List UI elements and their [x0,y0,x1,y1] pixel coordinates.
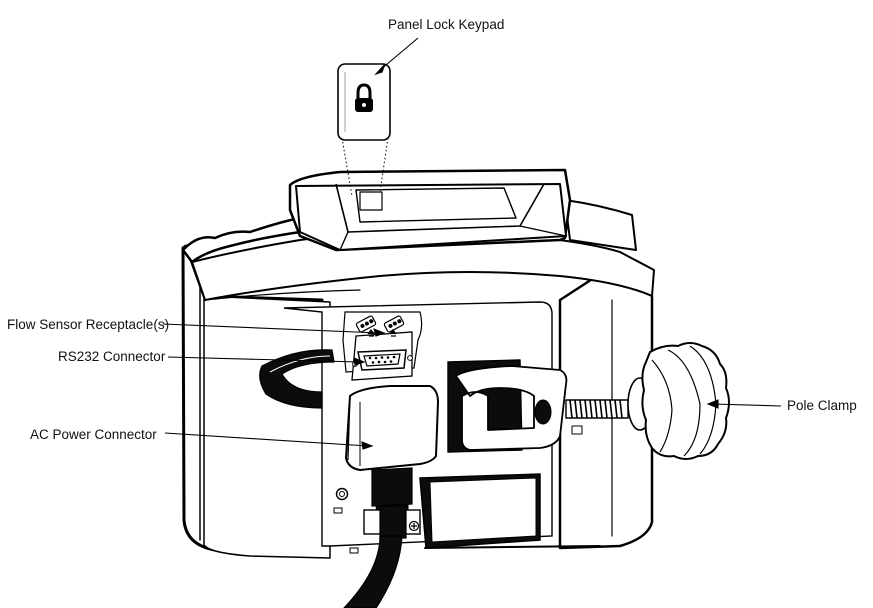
flow-sensor-receptacles-label: Flow Sensor Receptacle(s) [7,317,170,332]
rs232-connector [352,349,413,371]
rear-label-plate [419,473,541,549]
pole-clamp [447,342,730,460]
mounting-screw [333,487,359,554]
padlock-icon [355,83,373,112]
ground-plus-icon [408,520,420,532]
carry-handle [295,183,567,251]
ac-power-connector [343,385,440,608]
ac-power-connector-label: AC Power Connector [30,427,157,442]
clamp-threaded-rod [565,399,629,435]
rs232-connector-label: RS232 Connector [58,349,166,364]
panel-lock-keypad-label: Panel Lock Keypad [388,17,505,32]
pole-clamp-label: Pole Clamp [787,398,857,413]
callout-leader-lines [162,37,782,450]
